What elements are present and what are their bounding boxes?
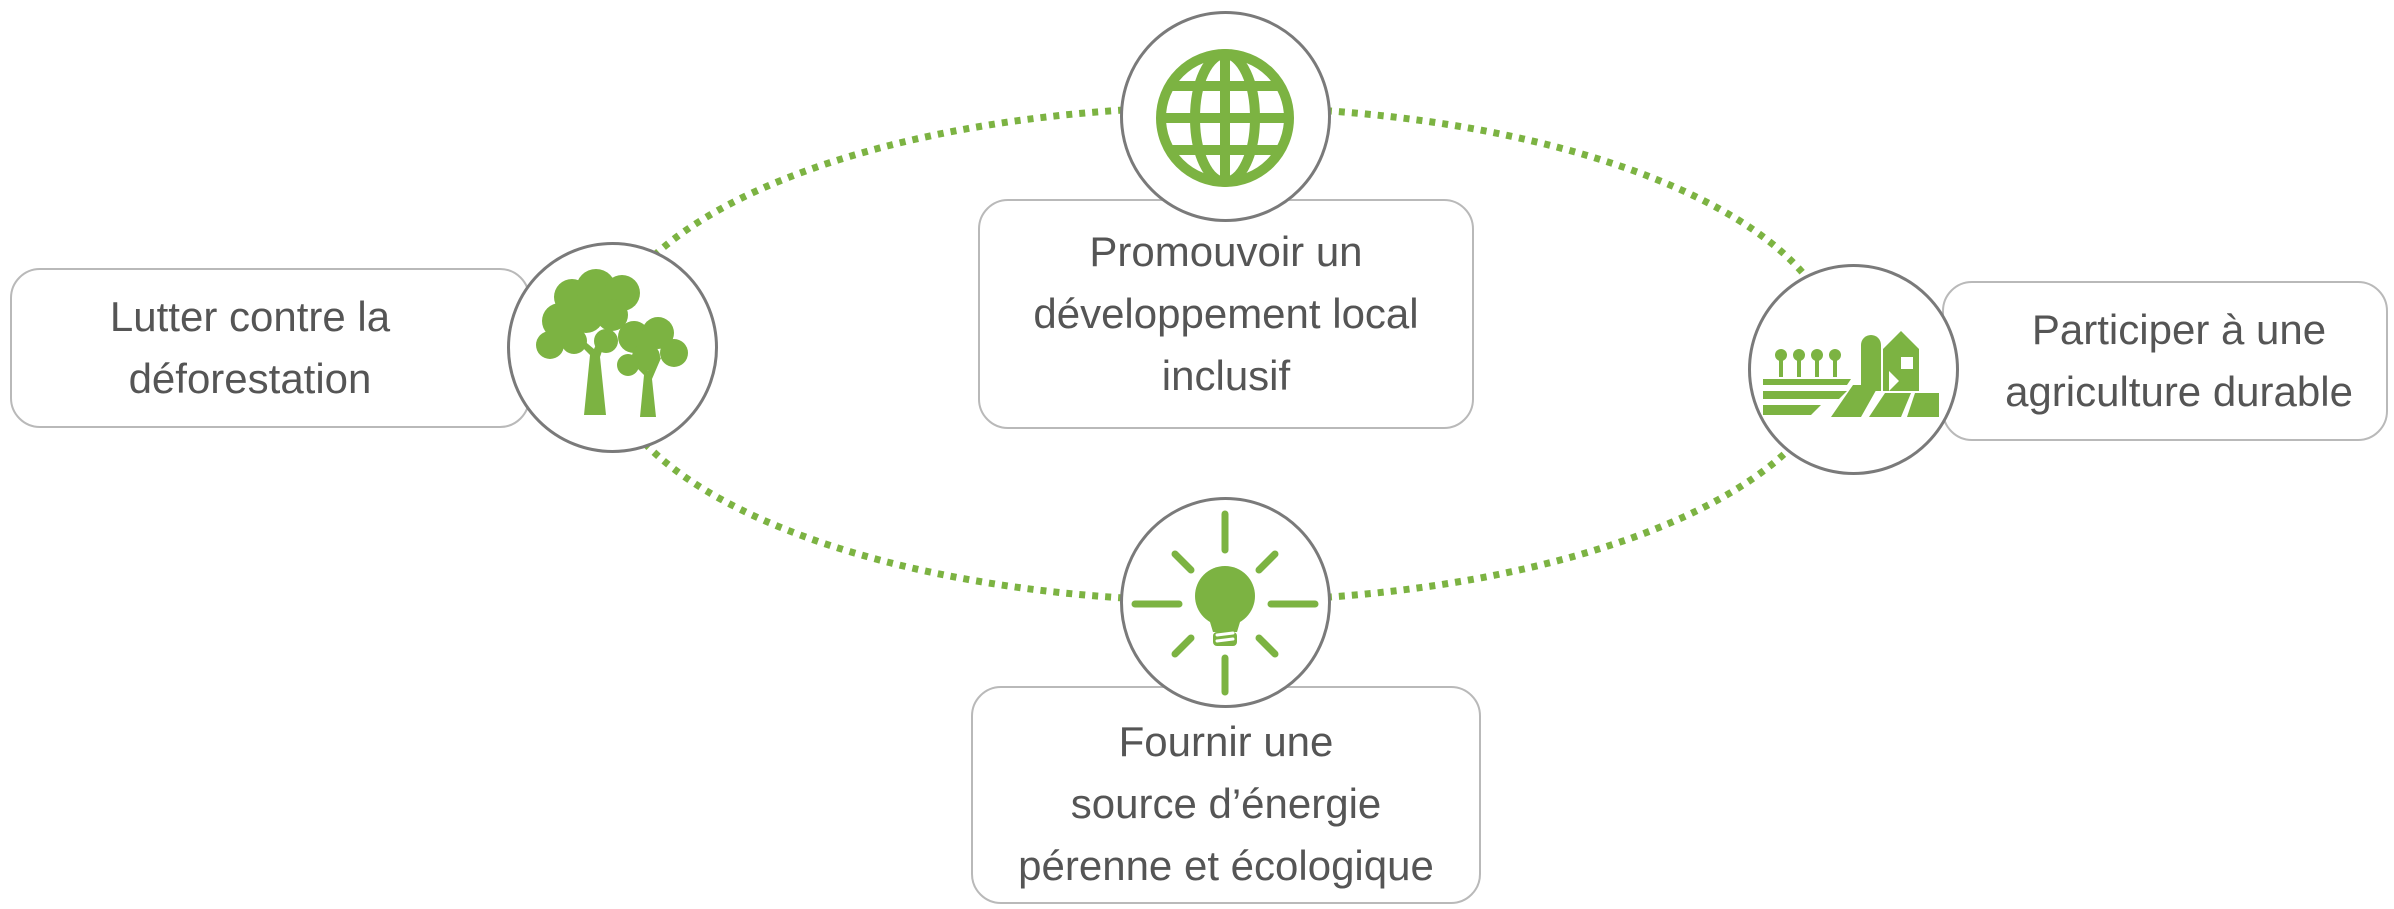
circle-agriculture (1748, 264, 1959, 475)
objective-box-local-development: Promouvoir un développement local inclus… (978, 199, 1474, 429)
objective-box-energy: Fournir une source d’énergie pérenne et … (971, 686, 1481, 904)
lightbulb-icon (1131, 510, 1319, 696)
circle-local-development (1120, 11, 1331, 222)
objective-label-energy: Fournir une source d’énergie pérenne et … (1018, 718, 1434, 889)
objective-box-deforestation: Lutter contre la déforestation (10, 268, 530, 428)
objective-label-local-development: Promouvoir un développement local inclus… (1033, 228, 1419, 399)
circle-energy (1120, 497, 1331, 708)
objective-label-deforestation: Lutter contre la déforestation (109, 293, 391, 402)
objective-label-agriculture: Participer à une agriculture durable (2005, 306, 2353, 415)
farm-icon (1763, 331, 1939, 417)
circle-deforestation (507, 242, 718, 453)
trees-icon (536, 269, 688, 417)
objective-box-agriculture: Participer à une agriculture durable (1942, 281, 2388, 441)
globe-icon (1156, 49, 1294, 187)
